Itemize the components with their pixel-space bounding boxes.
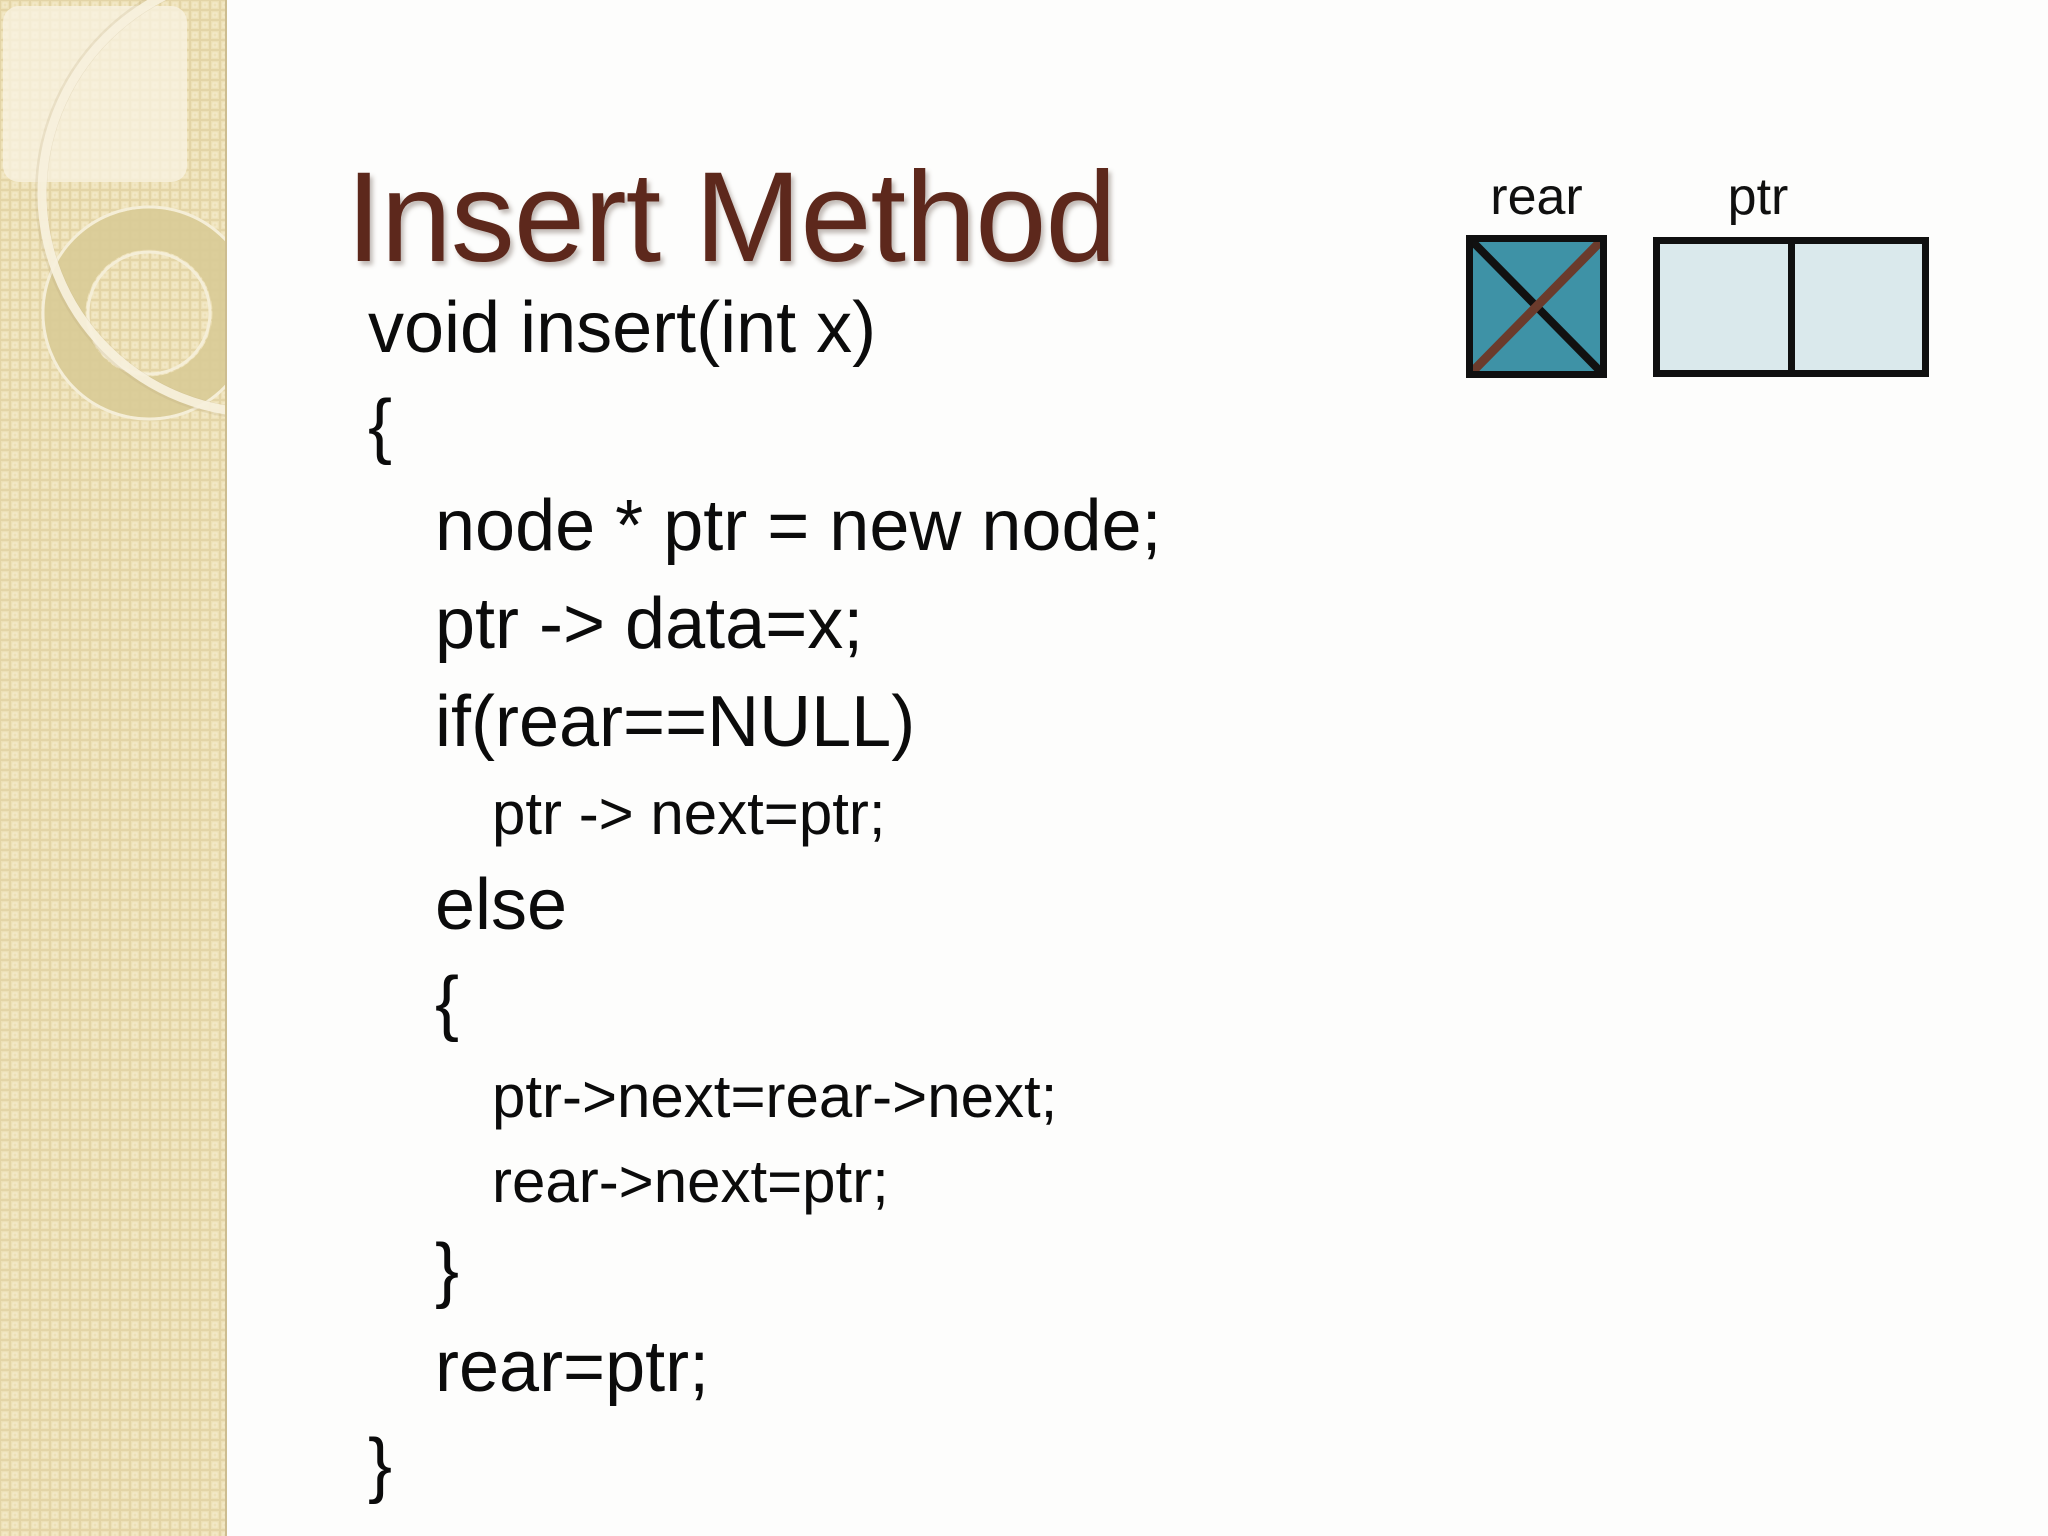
code-line: if(rear==NULL) bbox=[435, 682, 916, 762]
ptr-data-cell bbox=[1660, 244, 1788, 370]
code-line: rear->next=ptr; bbox=[492, 1148, 889, 1215]
code-line: void insert(int x) bbox=[368, 288, 877, 368]
sidebar-thin-circle bbox=[37, 0, 227, 415]
rear-label: rear bbox=[1490, 168, 1583, 226]
code-line: } bbox=[368, 1425, 393, 1505]
code-line: else bbox=[435, 865, 568, 945]
code-line: { bbox=[435, 963, 460, 1043]
code-line: } bbox=[435, 1230, 460, 1310]
sidebar-decoration bbox=[0, 0, 227, 1536]
code-line: ptr->next=rear->next; bbox=[492, 1063, 1058, 1130]
page-title: Insert Method bbox=[346, 145, 1117, 289]
code-line: rear=ptr; bbox=[435, 1327, 710, 1407]
sidebar-edge bbox=[225, 0, 227, 1536]
ptr-next-cell bbox=[1794, 244, 1922, 370]
code-line: ptr -> next=ptr; bbox=[492, 780, 886, 847]
cross-x-icon bbox=[1473, 242, 1600, 371]
code-line: ptr -> data=x; bbox=[435, 584, 864, 664]
ptr-node-box bbox=[1653, 237, 1929, 377]
sidebar bbox=[0, 0, 227, 1536]
sidebar-light-panel bbox=[3, 6, 187, 182]
code-line: node * ptr = new node; bbox=[435, 486, 1162, 566]
rear-node-box bbox=[1466, 235, 1607, 378]
ptr-label: ptr bbox=[1727, 168, 1789, 226]
code-line: { bbox=[368, 386, 393, 466]
sidebar-ring bbox=[44, 208, 227, 418]
